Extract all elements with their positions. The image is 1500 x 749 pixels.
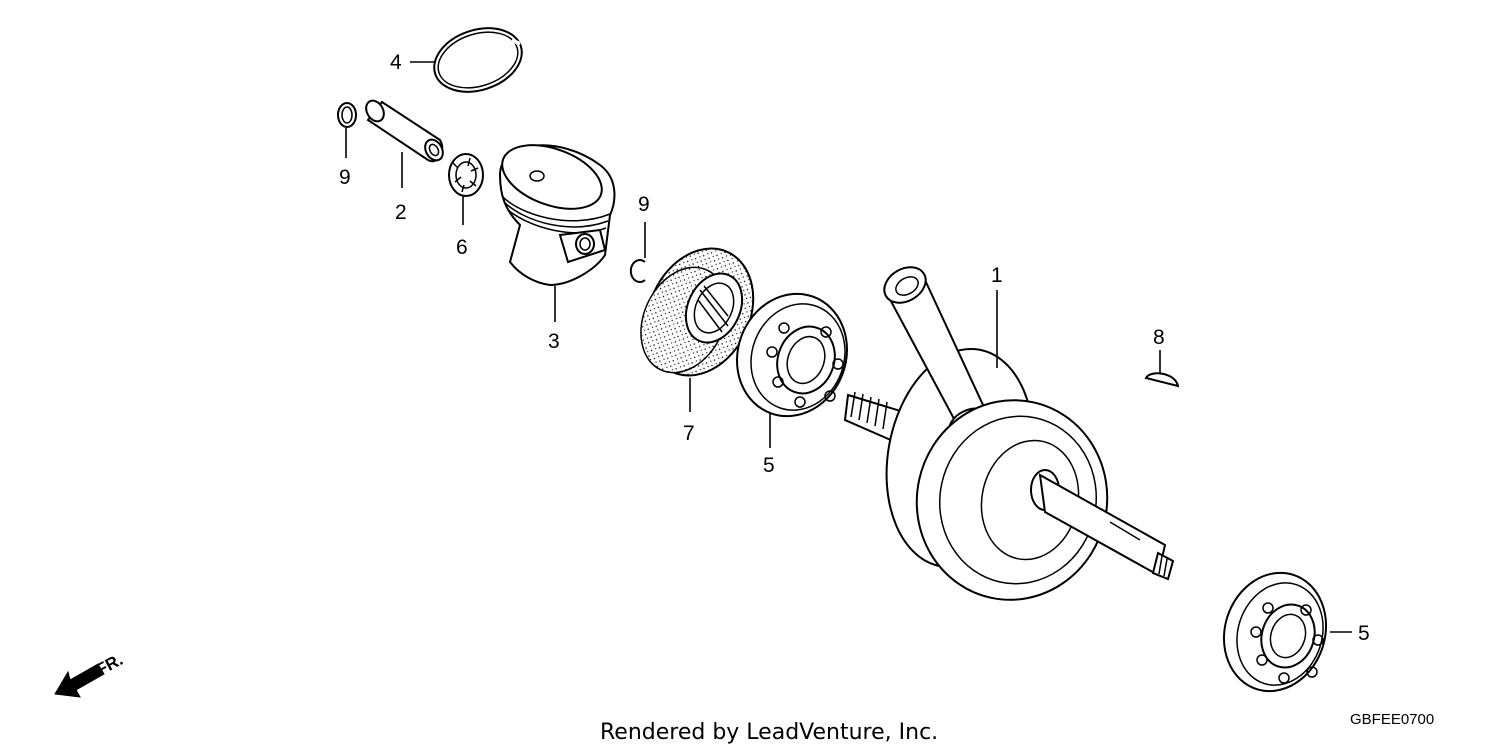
ball-bearing-right[interactable] <box>1209 559 1341 704</box>
piston[interactable] <box>494 133 616 287</box>
piston-pin[interactable] <box>363 97 447 163</box>
callout-7: 7 <box>683 422 695 445</box>
woodruff-key[interactable] <box>1144 372 1180 388</box>
footer-credit: Rendered by LeadVenture, Inc. <box>600 720 938 745</box>
diagram-code: GBFEE0700 <box>1350 711 1434 728</box>
callout-6: 6 <box>456 236 468 259</box>
needle-bearing[interactable] <box>448 153 484 197</box>
piston-pin-clip-left[interactable] <box>337 102 357 128</box>
crankshaft[interactable] <box>843 260 1175 617</box>
piston-pin-clip-right[interactable] <box>629 259 646 283</box>
oil-seal[interactable] <box>625 231 774 393</box>
callout-3: 3 <box>548 330 560 353</box>
callout-2: 2 <box>395 201 407 224</box>
callout-1: 1 <box>991 264 1003 287</box>
ball-bearing-mid[interactable] <box>720 278 864 431</box>
front-arrow-icon <box>54 663 105 698</box>
front-direction-indicator: FR. <box>54 650 126 698</box>
callout-5-right: 5 <box>1358 622 1370 645</box>
callout-5-mid: 5 <box>763 454 775 477</box>
callout-4: 4 <box>390 51 402 74</box>
callout-8: 8 <box>1153 326 1165 349</box>
callout-9-right: 9 <box>638 193 650 216</box>
piston-ring[interactable] <box>426 18 530 103</box>
callout-9-left: 9 <box>339 166 351 189</box>
